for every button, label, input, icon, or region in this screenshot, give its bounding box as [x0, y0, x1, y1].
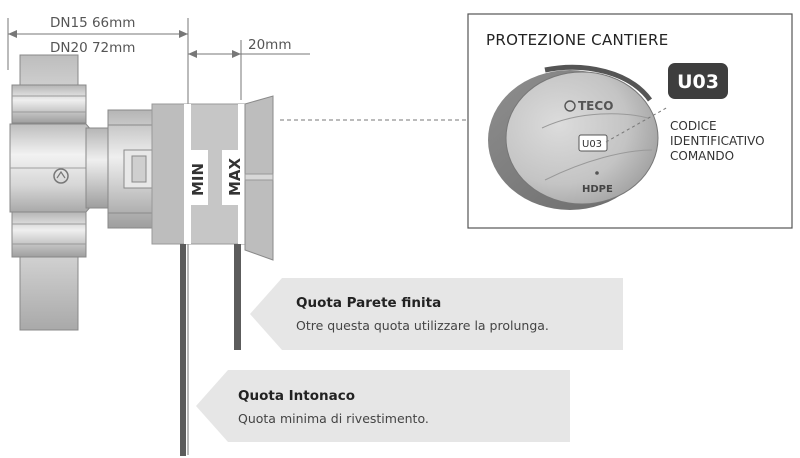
- callout-intonaco-subtitle: Quota minima di rivestimento.: [238, 411, 429, 426]
- code-label-line-1: CODICE: [670, 119, 717, 133]
- callout-parete-subtitle: Otre questa quota utilizzare la prolunga…: [296, 318, 549, 333]
- teco-logo: TECO: [564, 99, 613, 113]
- code-badge: [668, 63, 728, 99]
- callout-intonaco: Quota Intonaco Quota minima di rivestime…: [196, 370, 570, 442]
- dimension-dn15: DN15 66mm: [50, 15, 135, 31]
- max-rod: [234, 244, 241, 350]
- dimension-lines: DN15 66mm DN20 72mm 20mm: [7, 15, 310, 455]
- min-rod: [180, 244, 186, 456]
- callout-parete: Quota Parete finita Otre questa quota ut…: [250, 278, 623, 350]
- protection-cap: TECO U03 HDPE: [488, 64, 659, 210]
- valve-body: [9, 54, 153, 331]
- code-label-line-2: IDENTIFICATIVO: [670, 134, 765, 148]
- code-badge-text: U03: [677, 71, 719, 93]
- svg-text:TECO: TECO: [578, 99, 613, 113]
- depth-body: MIN MAX: [151, 103, 249, 456]
- max-label: MAX: [226, 157, 244, 196]
- protection-box-title: PROTEZIONE CANTIERE: [486, 31, 669, 49]
- brand-logo-icon: [53, 168, 69, 184]
- cap-code-label: U03: [582, 139, 602, 150]
- callout-intonaco-title: Quota Intonaco: [238, 388, 355, 404]
- dimension-dn20: DN20 72mm: [50, 40, 135, 56]
- cap-material-label: HDPE: [582, 184, 613, 195]
- callout-parete-title: Quota Parete finita: [296, 295, 441, 311]
- min-label: MIN: [189, 163, 207, 196]
- cap-flange: [244, 95, 274, 261]
- dimension-gap: 20mm: [248, 37, 291, 53]
- protection-box: PROTEZIONE CANTIERE TECO U03 HDPE U03 CO…: [467, 13, 793, 229]
- code-label-line-3: COMANDO: [670, 149, 734, 163]
